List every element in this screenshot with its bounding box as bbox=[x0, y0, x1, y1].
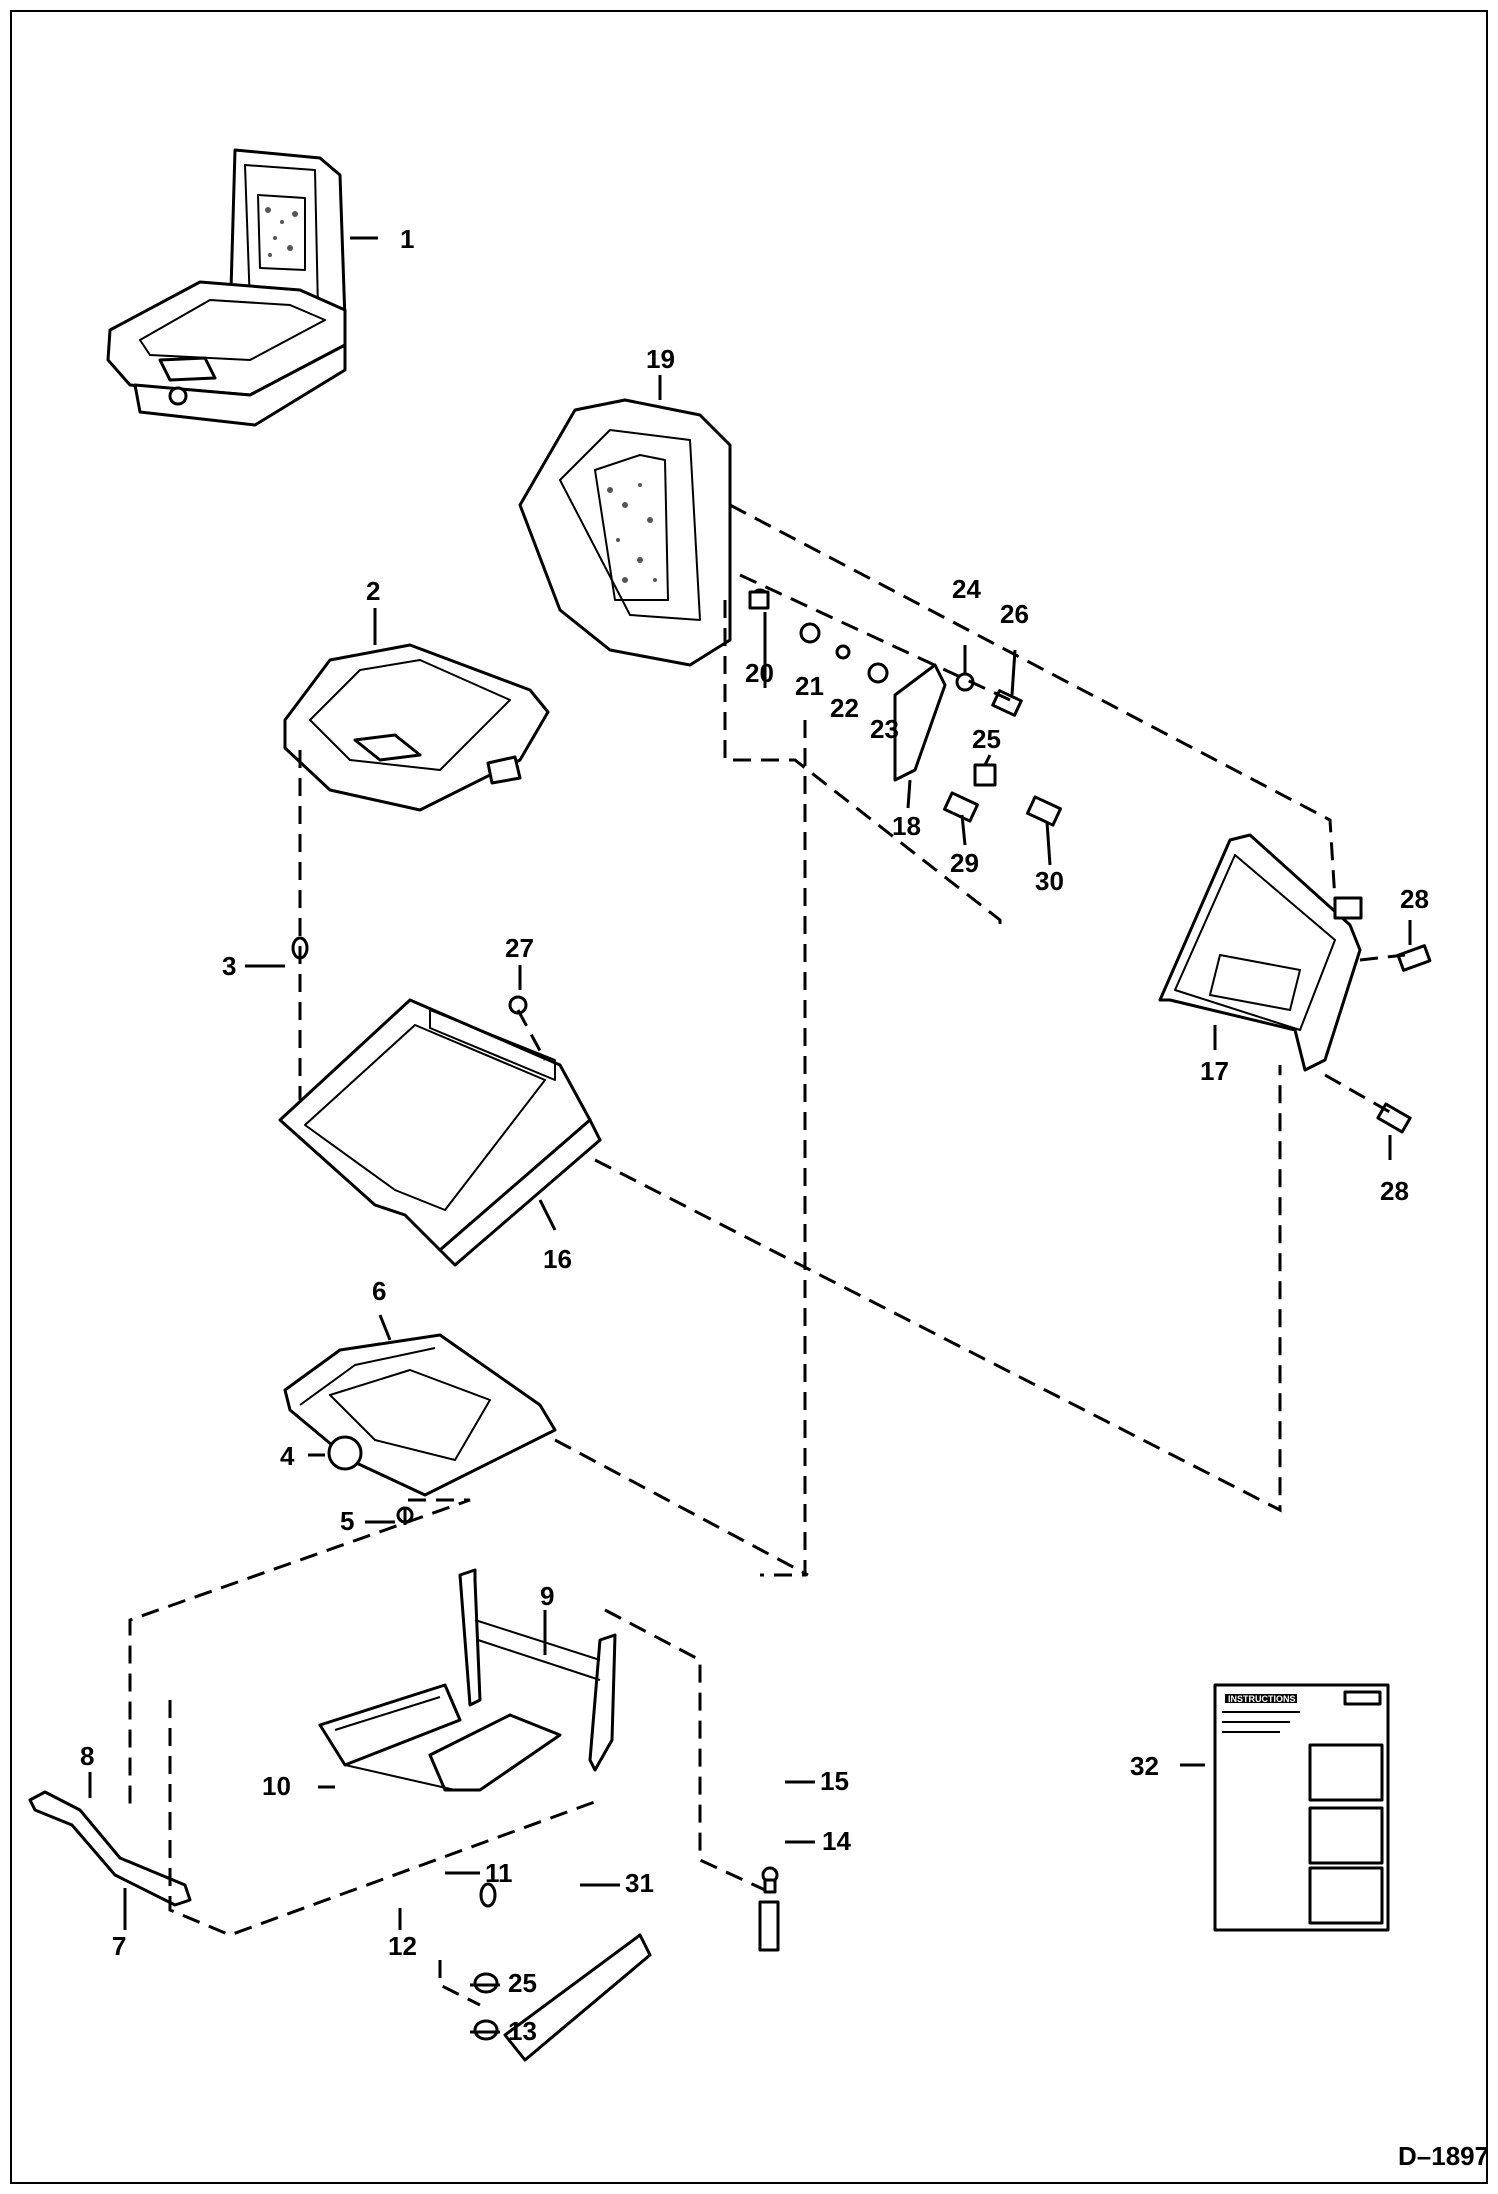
callout-25-lower: 25 bbox=[508, 1968, 537, 1998]
callout-13: 13 bbox=[508, 2016, 537, 2046]
callout-2: 2 bbox=[366, 576, 380, 606]
callout-leaders bbox=[88, 612, 1412, 2034]
callout-15: 15 bbox=[820, 1766, 849, 1796]
seat-cushion-illustration bbox=[283, 608, 550, 812]
callout-21: 21 bbox=[795, 671, 824, 701]
callout-16: 16 bbox=[543, 1244, 572, 1274]
callout-5: 5 bbox=[340, 1506, 354, 1536]
callout-6: 6 bbox=[372, 1276, 386, 1306]
callout-29: 29 bbox=[950, 848, 979, 878]
suspension-frame-illustration bbox=[318, 1568, 617, 1792]
callout-8: 8 bbox=[80, 1741, 94, 1771]
drawing-reference: D–1897 bbox=[1398, 2141, 1489, 2171]
decal-header: INSTRUCTIONS bbox=[1228, 1694, 1296, 1704]
callout-30: 30 bbox=[1035, 866, 1064, 896]
callout-19: 19 bbox=[646, 344, 675, 374]
callout-18: 18 bbox=[892, 811, 921, 841]
callout-10: 10 bbox=[262, 1771, 291, 1801]
back-cover-illustration bbox=[1158, 833, 1363, 1072]
callout-27: 27 bbox=[505, 933, 534, 963]
callout-labels: 1 19 2 24 26 20 21 22 23 25 18 29 30 28 … bbox=[80, 224, 1489, 2171]
callout-32: 32 bbox=[1130, 1751, 1159, 1781]
callout-9: 9 bbox=[540, 1581, 554, 1611]
suspension-top-illustration bbox=[283, 1314, 557, 1497]
callout-28-upper: 28 bbox=[1400, 884, 1429, 914]
callout-7: 7 bbox=[112, 1931, 126, 1961]
assembly-lines bbox=[128, 503, 1406, 2007]
callout-20: 20 bbox=[745, 658, 774, 688]
hardware-items bbox=[28, 588, 1432, 2062]
seat-pan-illustration bbox=[278, 998, 602, 1267]
callout-3: 3 bbox=[222, 951, 236, 981]
callout-28-lower: 28 bbox=[1380, 1176, 1409, 1206]
callout-25-upper: 25 bbox=[972, 724, 1001, 754]
seat-assembly-illustration bbox=[106, 148, 378, 427]
callout-23: 23 bbox=[870, 714, 899, 744]
callout-31: 31 bbox=[625, 1868, 654, 1898]
callout-11: 11 bbox=[485, 1858, 513, 1888]
callout-22: 22 bbox=[830, 693, 859, 723]
callout-1: 1 bbox=[400, 224, 414, 254]
backrest-cushion-illustration bbox=[518, 375, 732, 667]
callout-4: 4 bbox=[280, 1441, 295, 1471]
backrest-fabric-pattern bbox=[607, 483, 657, 583]
instruction-decal bbox=[1180, 1683, 1390, 1932]
callout-26: 26 bbox=[1000, 599, 1029, 629]
callout-17: 17 bbox=[1200, 1056, 1229, 1086]
callout-14: 14 bbox=[822, 1826, 851, 1856]
callout-12: 12 bbox=[388, 1931, 417, 1961]
callout-24: 24 bbox=[952, 574, 981, 604]
seat-fabric-pattern bbox=[265, 207, 298, 257]
